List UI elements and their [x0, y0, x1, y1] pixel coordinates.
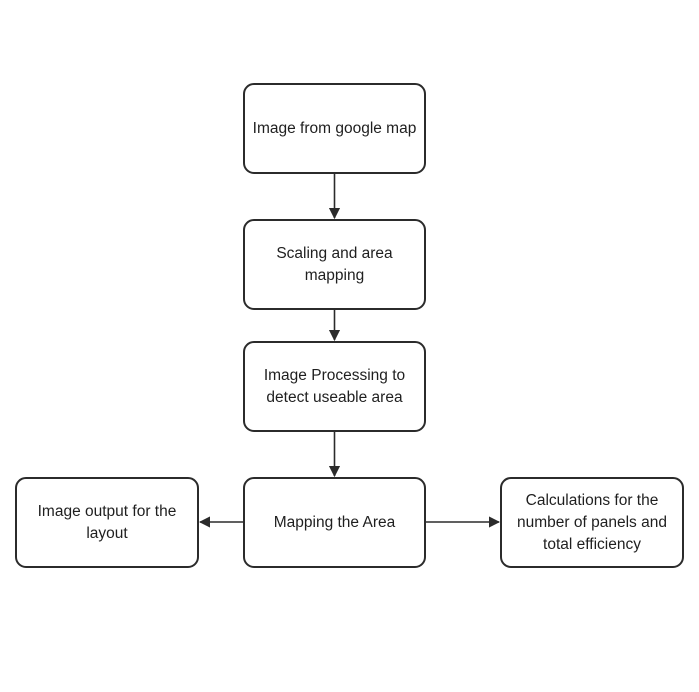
node-image-processing: Image Processing to detect useable area	[243, 341, 426, 432]
node-calculations: Calculations for the number of panels an…	[500, 477, 684, 568]
node-label: Image Processing to detect useable area	[263, 366, 406, 406]
node-label: Calculations for the number of panels an…	[517, 491, 667, 553]
node-label: Scaling and area mapping	[276, 244, 393, 284]
node-mapping-the-area: Mapping the Area	[243, 477, 426, 568]
node-scaling-and-area-mapping: Scaling and area mapping	[243, 219, 426, 310]
node-image-output: Image output for the layout	[15, 477, 199, 568]
node-image-from-google-map: Image from google map	[243, 83, 426, 174]
node-label: Mapping the Area	[273, 513, 396, 531]
node-label: Image from google map	[252, 119, 417, 137]
node-label: Image output for the layout	[37, 502, 177, 542]
